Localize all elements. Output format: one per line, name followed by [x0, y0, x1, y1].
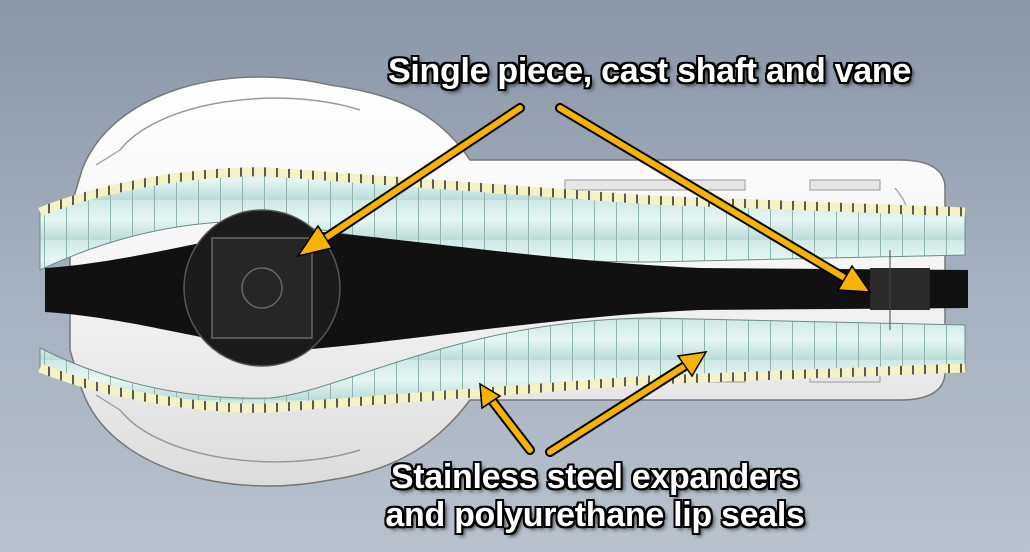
callout-shaft-vane: Single piece, cast shaft and vane: [388, 52, 911, 90]
callout-line-1: Stainless steel expanders: [390, 458, 800, 496]
callout-expanders-seals: Stainless steel expanders and polyuretha…: [355, 458, 835, 534]
arrow-expander: [479, 382, 535, 455]
arrow-shaft: [296, 103, 525, 258]
callout-line-2: and polyurethane lip seals: [385, 496, 805, 534]
arrow-vane: [555, 103, 872, 293]
arrow-lip-seal: [545, 351, 708, 457]
shaft-hub: [183, 209, 341, 367]
lower-seal: [38, 317, 966, 413]
